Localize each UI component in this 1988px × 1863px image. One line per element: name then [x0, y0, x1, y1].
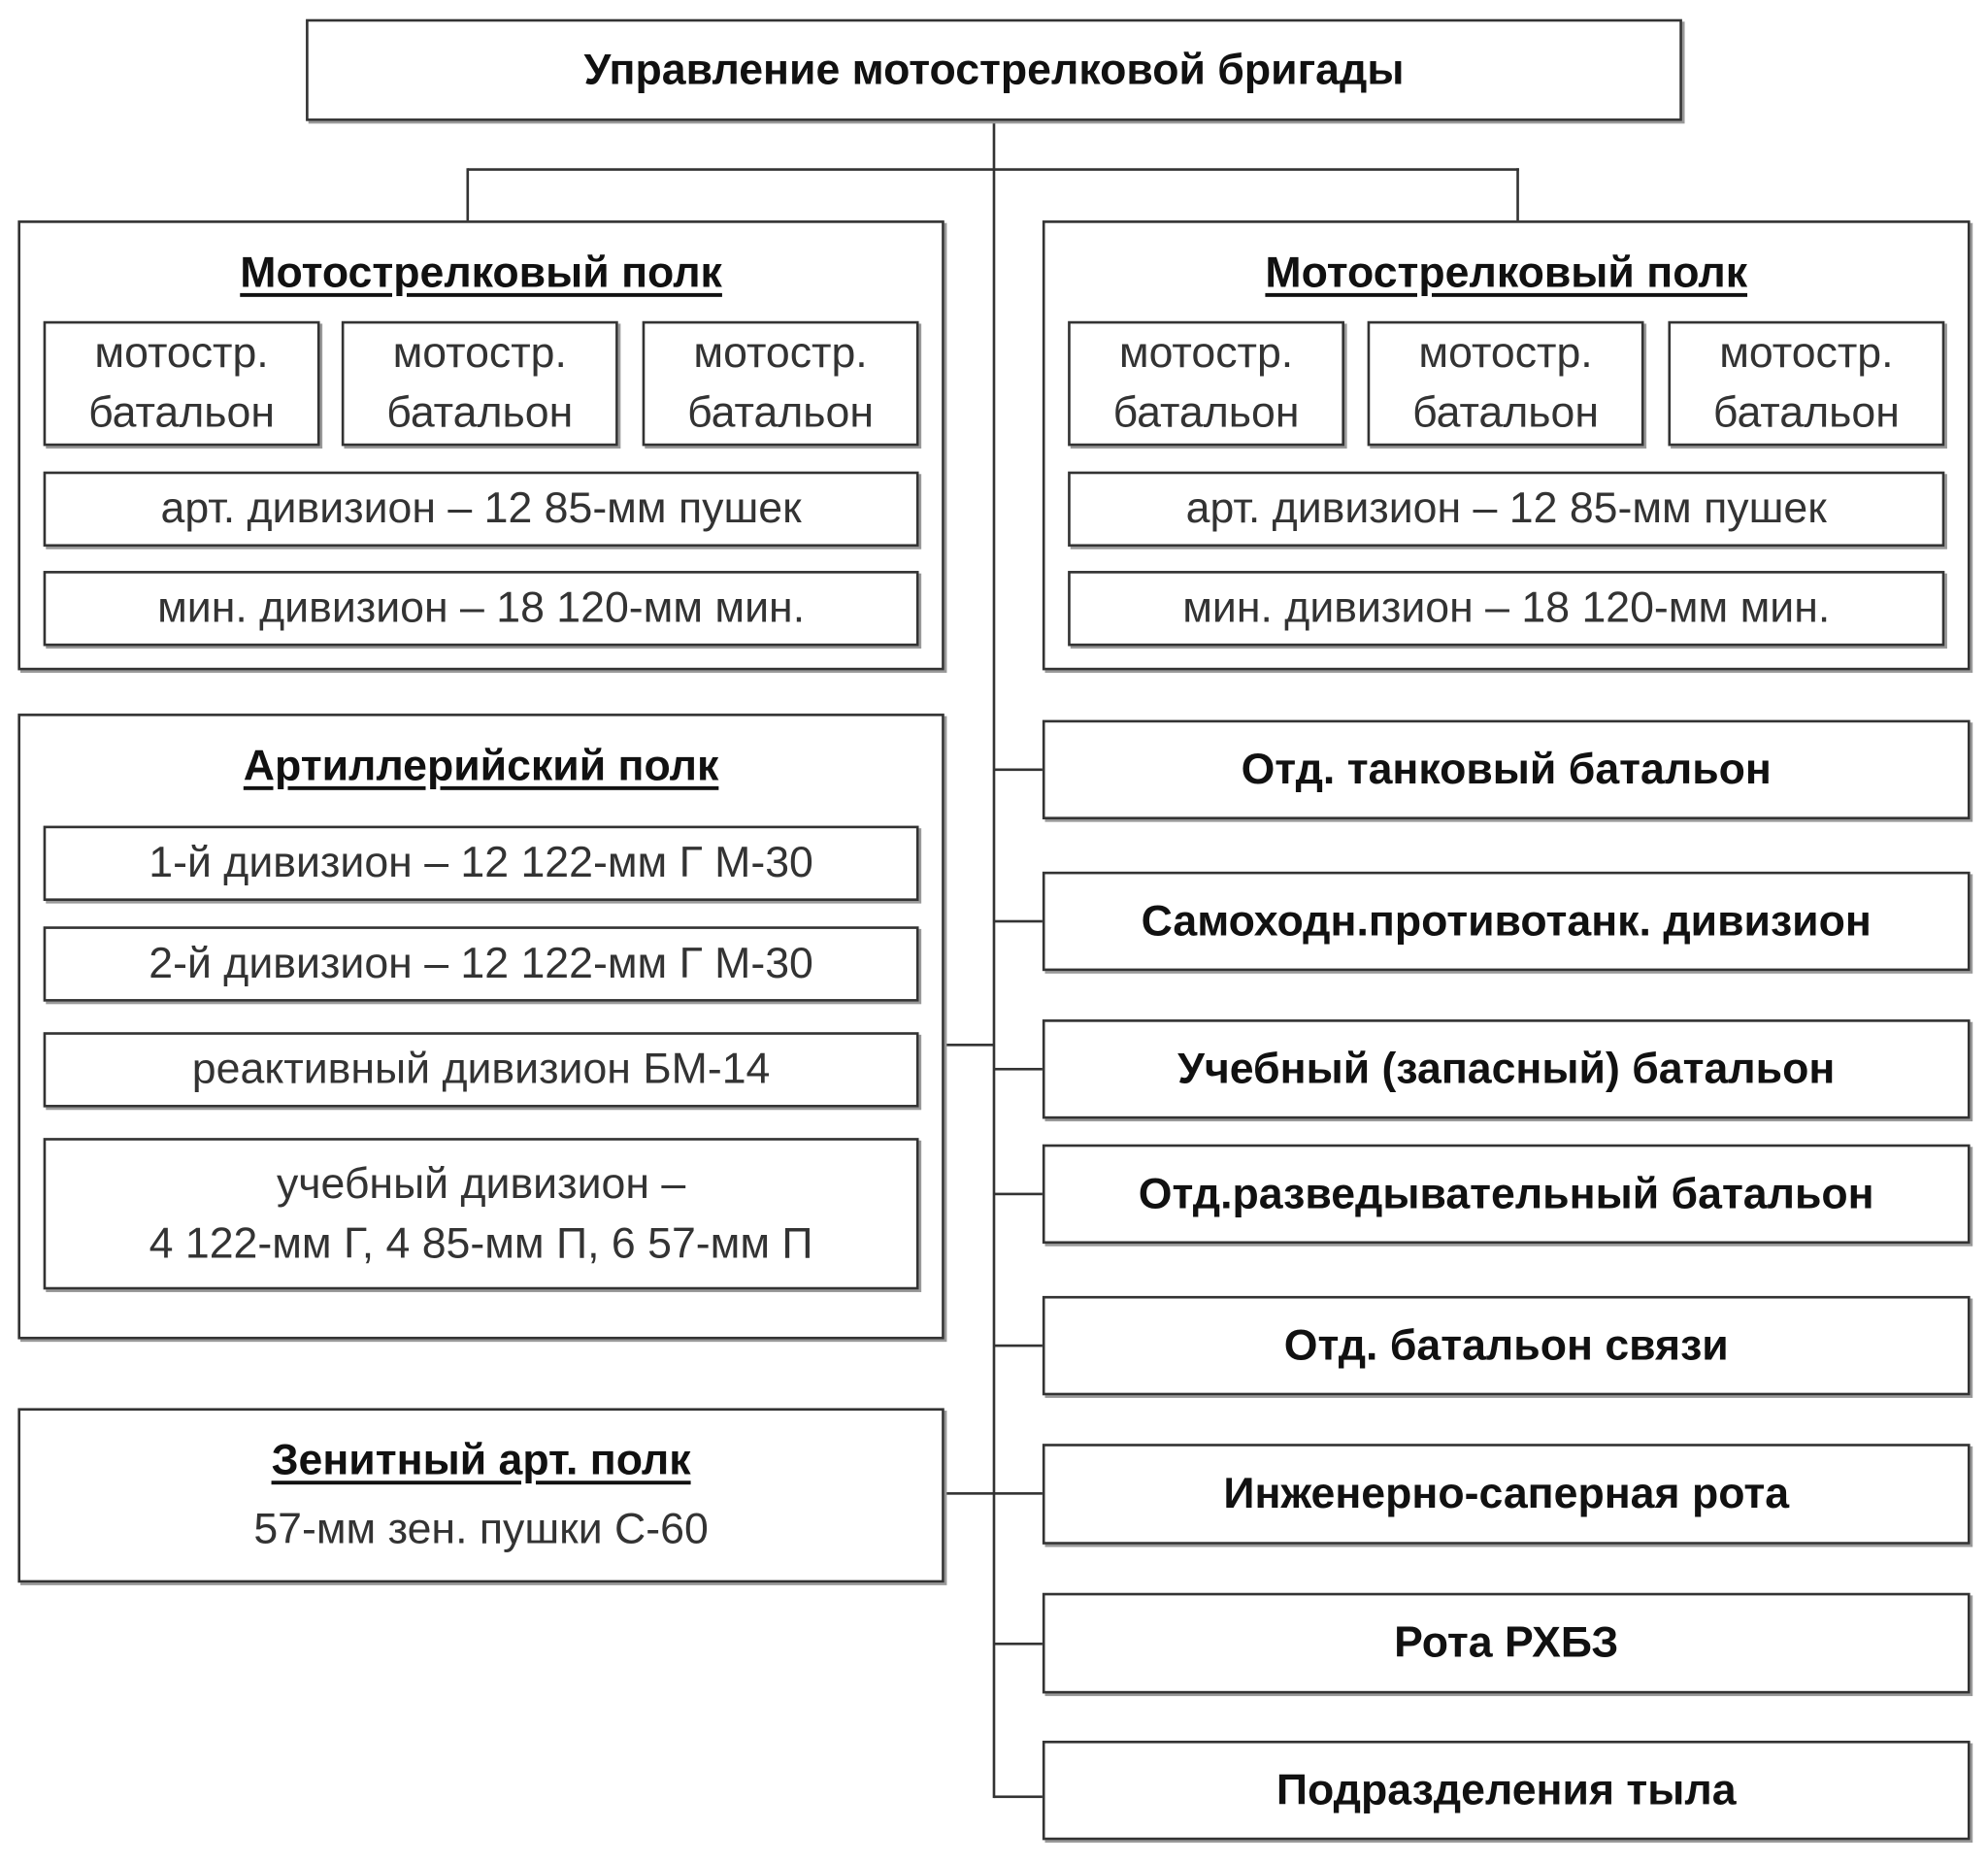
regiment-title: Артиллерийский полк — [243, 741, 719, 790]
unit-box: Подразделения тыла — [1042, 1741, 1971, 1841]
unit-box: Рота РХБЗ — [1042, 1592, 1971, 1694]
brigade-hq-box: Управление мотострелковой бригады — [306, 18, 1682, 121]
regiment-title: Зенитный арт. полк — [271, 1436, 691, 1485]
unit-label: Самоходн.противотанк. дивизион — [1141, 896, 1872, 946]
battalion-label: мотостр. батальон — [1712, 328, 1900, 438]
battalion-box: мотостр. батальон — [1367, 320, 1644, 447]
unit-box: Отд. батальон связи — [1042, 1295, 1971, 1396]
branch-line — [467, 168, 1519, 171]
division-label: реактивный дивизион БМ-14 — [191, 1045, 771, 1094]
unit-box: Самоходн.противотанк. дивизион — [1042, 871, 1971, 972]
battalion-label: мотостр. батальон — [687, 328, 875, 438]
trunk-line — [992, 120, 996, 1799]
unit-label: Отд. танковый батальон — [1241, 745, 1772, 794]
division-label: учебный дивизион – — [276, 1158, 686, 1208]
aa-detail: 57-мм зен. пушки С-60 — [253, 1505, 709, 1554]
battalion-label: мотостр. батальон — [386, 328, 574, 438]
branch-line — [993, 1642, 1045, 1646]
branch-line — [993, 768, 1045, 772]
unit-label: Отд.разведывательный батальон — [1138, 1169, 1874, 1218]
branch-line — [943, 1044, 994, 1047]
branch-line — [993, 1067, 1045, 1071]
battalion-box: мотостр. батальон — [1668, 320, 1945, 447]
battalion-box: мотостр. батальон — [642, 320, 919, 447]
unit-box: Учебный (запасный) батальон — [1042, 1019, 1971, 1119]
unit-box: Инженерно-саперная рота — [1042, 1444, 1971, 1545]
branch-line — [1516, 168, 1519, 222]
unit-label: Инженерно-саперная рота — [1223, 1469, 1790, 1518]
artillery-division-box: 2-й дивизион – 12 122-мм Г М-30 — [43, 926, 919, 1002]
art-division-label: арт. дивизион – 12 85-мм пушек — [1185, 483, 1827, 533]
battalion-label: мотостр. батальон — [88, 328, 276, 438]
battalion-box: мотостр. батальон — [43, 320, 320, 447]
art-division-box: арт. дивизион – 12 85-мм пушек — [1068, 471, 1945, 548]
brigade-hq-label: Управление мотострелковой бригады — [583, 45, 1405, 94]
branch-line — [993, 1795, 1045, 1799]
unit-label: Рота РХБЗ — [1394, 1618, 1619, 1667]
unit-label: Отд. батальон связи — [1283, 1320, 1729, 1370]
branch-line — [466, 168, 470, 222]
art-division-box: арт. дивизион – 12 85-мм пушек — [43, 471, 919, 548]
artillery-division-box: 1-й дивизион – 12 122-мм Г М-30 — [43, 825, 919, 902]
unit-box: Отд. танковый батальон — [1042, 719, 1971, 820]
unit-box: Отд.разведывательный батальон — [1042, 1144, 1971, 1245]
unit-label: Подразделения тыла — [1276, 1765, 1737, 1814]
regiment-title: Мотострелковый полк — [1265, 248, 1748, 297]
division-detail: 4 122-мм Г, 4 85-мм П, 6 57-мм П — [149, 1218, 813, 1268]
battalion-label: мотостр. батальон — [1412, 328, 1600, 438]
aa-regiment: Зенитный арт. полк 57-мм зен. пушки С-60 — [17, 1408, 944, 1583]
division-label: 1-й дивизион – 12 122-мм Г М-30 — [149, 838, 813, 887]
branch-line — [993, 1192, 1045, 1196]
battalion-label: мотостр. батальон — [1112, 328, 1300, 438]
regiment-title: Мотострелковый полк — [240, 248, 722, 297]
branch-line — [993, 1344, 1045, 1347]
training-division-box: учебный дивизион – 4 122-мм Г, 4 85-мм П… — [43, 1138, 919, 1290]
rocket-division-box: реактивный дивизион БМ-14 — [43, 1032, 919, 1108]
mortar-division-label: мин. дивизион – 18 120-мм мин. — [157, 583, 806, 633]
division-label: 2-й дивизион – 12 122-мм Г М-30 — [149, 939, 813, 988]
unit-label: Учебный (запасный) батальон — [1177, 1044, 1836, 1093]
battalion-box: мотостр. батальон — [1068, 320, 1345, 447]
branch-line — [993, 919, 1045, 923]
mortar-division-label: мин. дивизион – 18 120-мм мин. — [1182, 583, 1831, 633]
battalion-box: мотостр. батальон — [341, 320, 618, 447]
art-division-label: арт. дивизион – 12 85-мм пушек — [160, 483, 802, 533]
mortar-division-box: мин. дивизион – 18 120-мм мин. — [43, 571, 919, 647]
branch-line — [943, 1492, 1045, 1495]
mortar-division-box: мин. дивизион – 18 120-мм мин. — [1068, 571, 1945, 647]
